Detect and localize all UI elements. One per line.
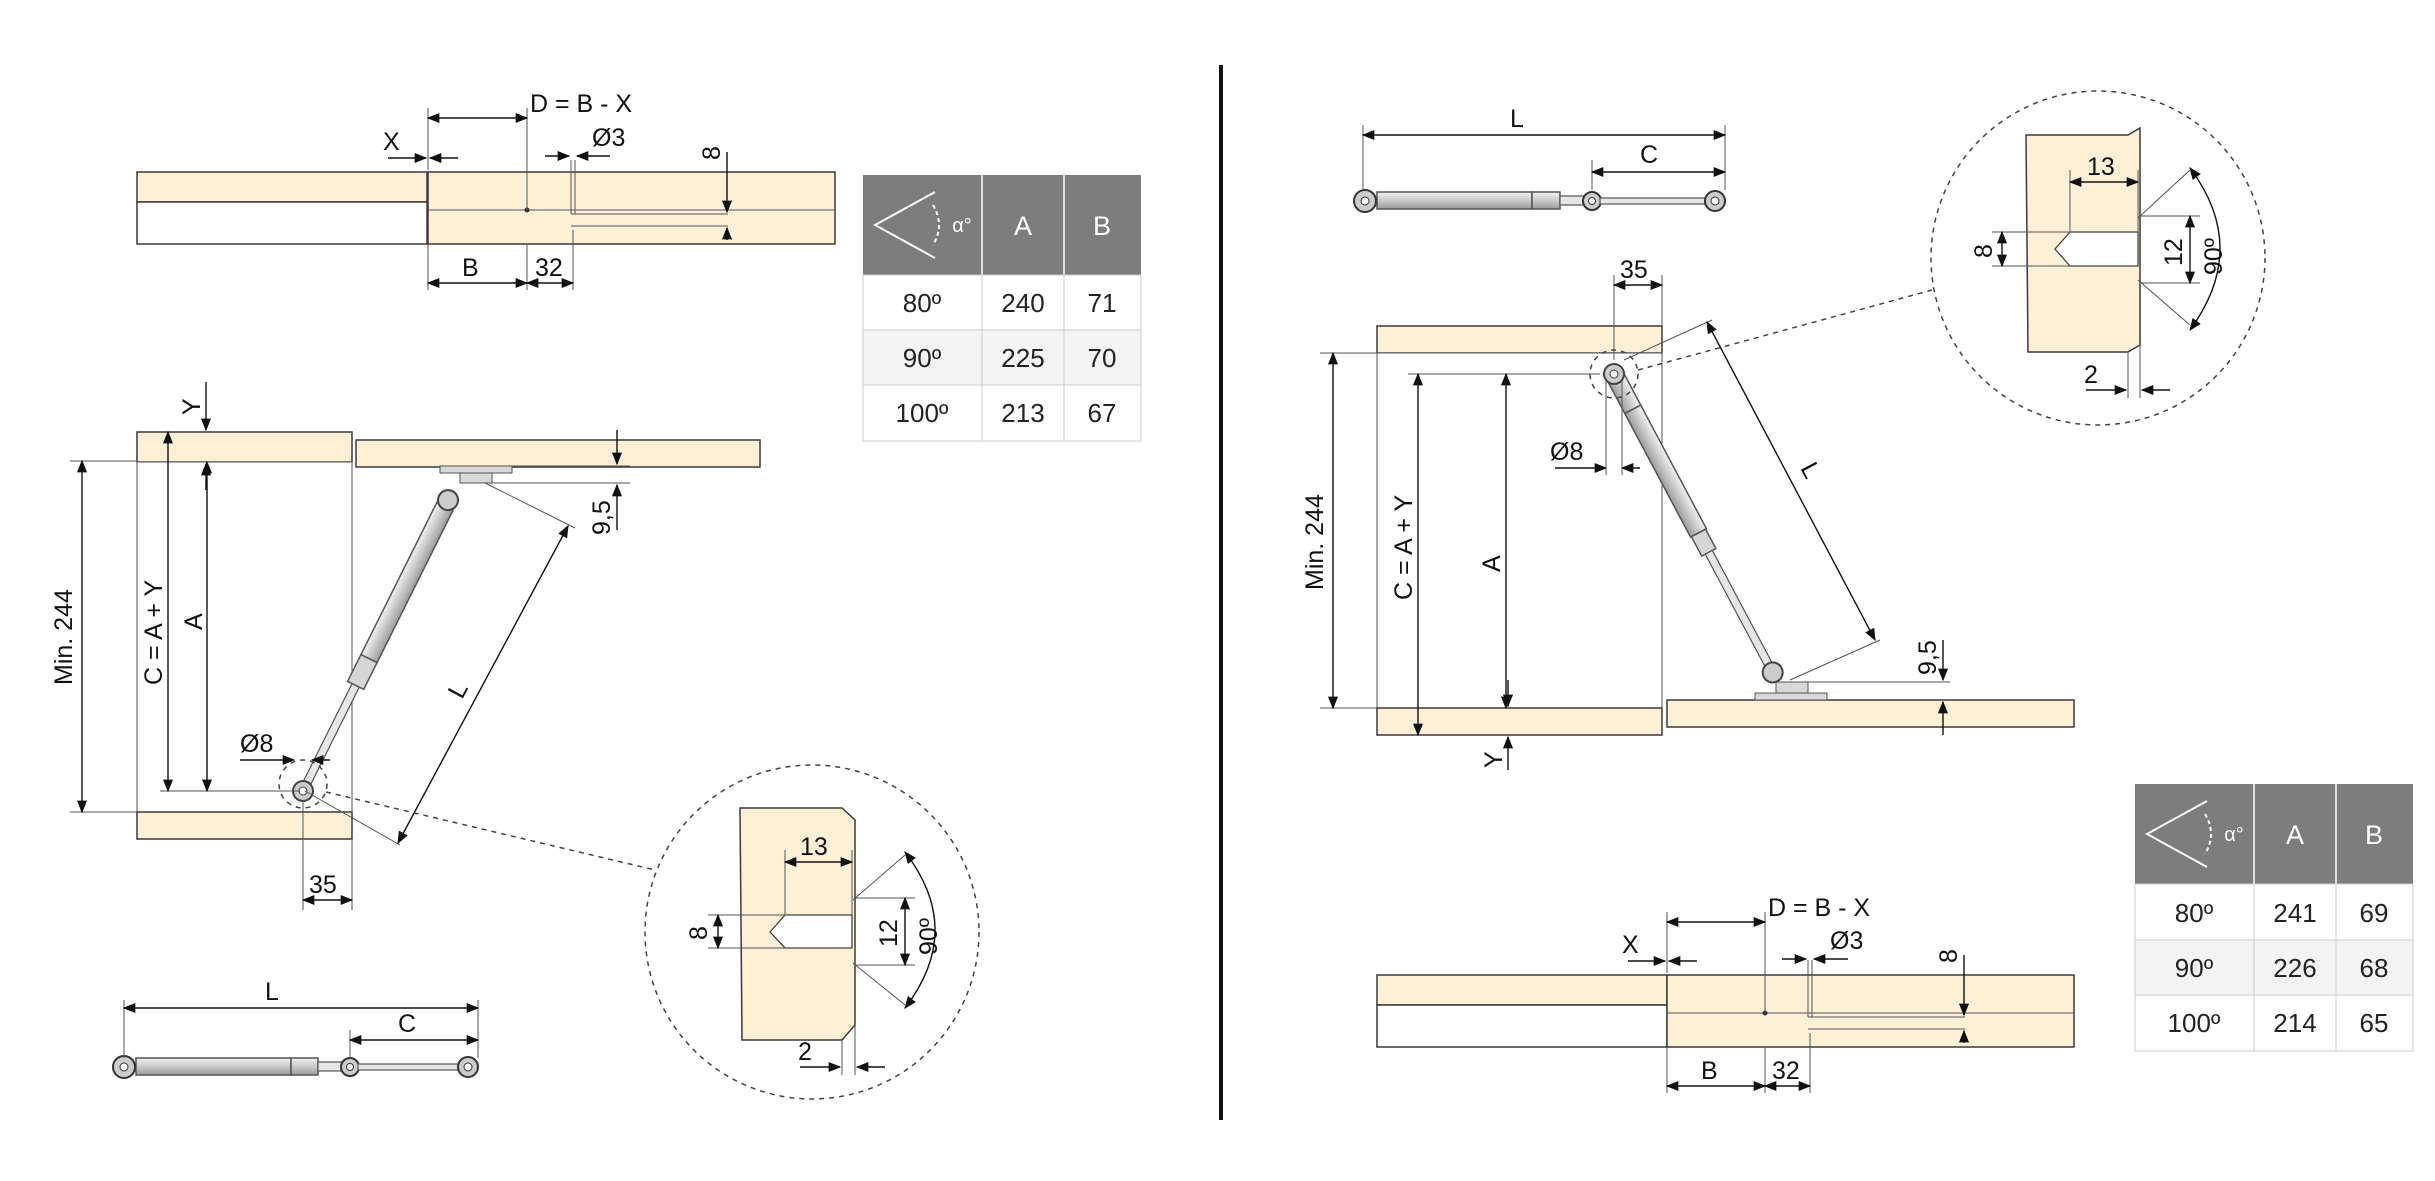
right-strut-c-label: C xyxy=(1640,141,1658,169)
left-detail-depth-label: 13 xyxy=(800,833,828,861)
left-side-edge-label: 35 xyxy=(309,871,337,899)
right-side-dia-label: Ø8 xyxy=(1550,438,1583,466)
right-detail-hole-label: 8 xyxy=(1970,244,1998,258)
right-table-row-angle: 80º xyxy=(2175,898,2214,928)
left-side-dia-label: Ø8 xyxy=(240,730,273,758)
left-table-row-a: 240 xyxy=(1001,288,1044,318)
right-table-header-b: B xyxy=(2365,820,2383,850)
right-side-min-label: Min. 244 xyxy=(1301,494,1329,590)
left-strut-c-label: C xyxy=(398,1010,416,1038)
left-table-row-b: 71 xyxy=(1088,288,1117,318)
left-top-dia-label: Ø3 xyxy=(592,124,625,152)
right-side-c-label: C = A + Y xyxy=(1390,494,1418,600)
left-side-offset-label: 9,5 xyxy=(588,500,616,535)
left-table-header-b: B xyxy=(1093,211,1111,241)
right-table-row-b: 68 xyxy=(2360,953,2389,983)
left-side-view: Y Min. 244 C = A + Y A 9,5 L Ø8 35 xyxy=(50,382,761,910)
left-top-b-label: B xyxy=(462,254,479,282)
right-side-edge-label: 35 xyxy=(1620,256,1648,284)
right-side-l-label: L xyxy=(1795,458,1826,484)
left-side-a-label: A xyxy=(180,613,208,630)
left-table-header-angle: α° xyxy=(952,215,972,237)
left-top-offset-label: 32 xyxy=(535,254,563,282)
right-top-x-label: X xyxy=(1622,931,1639,959)
left-side-y-label: Y xyxy=(178,398,206,415)
left-table-row-angle: 80º xyxy=(903,288,942,318)
left-detail-cs-label: 12 xyxy=(875,919,903,947)
left-top-d-label: D = B - X xyxy=(530,90,632,118)
left-detail-circle: 13 8 12 90º 2 xyxy=(644,764,980,1100)
right-detail-circle: 13 8 12 90º 2 xyxy=(1930,90,2266,426)
left-angle-table: α° A B 80º 240 71 90º 225 70 100º 213 67 xyxy=(862,175,1142,442)
left-table-row-a: 225 xyxy=(1001,343,1044,373)
left-table-header-a: A xyxy=(1014,211,1032,241)
left-table-row-a: 213 xyxy=(1001,398,1044,428)
right-detail-angle-label: 90º xyxy=(2200,238,2228,275)
left-detail-hole-label: 8 xyxy=(685,926,713,940)
left-detail-edge-label: 2 xyxy=(798,1038,812,1066)
left-strut-illustration: L C xyxy=(112,978,480,1079)
right-table-row-angle: 90º xyxy=(2175,953,2214,983)
right-table-row-b: 65 xyxy=(2360,1008,2389,1038)
right-angle-table: α° A B 80º 241 69 90º 226 68 100º 214 65 xyxy=(2134,784,2414,1052)
right-side-a-label: A xyxy=(1478,555,1506,572)
left-table-row-b: 67 xyxy=(1088,398,1117,428)
left-side-min-label: Min. 244 xyxy=(50,589,78,685)
right-side-offset-label: 9,5 xyxy=(1914,640,1942,675)
right-top-d-label: D = B - X xyxy=(1768,894,1870,922)
left-side-l-label: L xyxy=(443,677,474,703)
right-top-offset-label: 32 xyxy=(1772,1057,1800,1085)
right-top-b-label: B xyxy=(1701,1057,1718,1085)
right-top-dia-label: Ø3 xyxy=(1830,927,1863,955)
left-table-row-angle: 100º xyxy=(896,398,949,428)
left-side-c-label: C = A + Y xyxy=(140,579,168,685)
right-side-view: 35 Min. 244 C = A + Y A Ø8 L 9,5 Y xyxy=(1301,256,2075,770)
right-detail-edge-label: 2 xyxy=(2084,361,2098,389)
right-table-row-a: 241 xyxy=(2273,898,2316,928)
right-detail-depth-label: 13 xyxy=(2087,153,2115,181)
left-table-row-b: 70 xyxy=(1088,343,1117,373)
right-table-header-angle: α° xyxy=(2224,824,2244,846)
left-top-view: D = B - X X Ø3 8 B 32 xyxy=(136,90,836,290)
right-table-row-a: 214 xyxy=(2273,1008,2316,1038)
left-top-x-label: X xyxy=(383,128,400,156)
right-top-depth-label: 8 xyxy=(1935,949,1963,963)
right-strut-l-label: L xyxy=(1510,105,1524,133)
right-strut-illustration: L C xyxy=(1353,105,1727,213)
left-detail-angle-label: 90º xyxy=(915,918,943,955)
right-table-header-a: A xyxy=(2286,820,2304,850)
right-table-row-angle: 100º xyxy=(2168,1008,2221,1038)
left-top-depth-label: 8 xyxy=(698,146,726,160)
right-side-y-label: Y xyxy=(1480,751,1508,768)
right-top-view: D = B - X X Ø3 8 B 32 xyxy=(1376,894,2075,1093)
right-table-row-a: 226 xyxy=(2273,953,2316,983)
left-strut-l-label: L xyxy=(265,978,279,1006)
right-detail-cs-label: 12 xyxy=(2160,238,2188,266)
right-table-row-b: 69 xyxy=(2360,898,2389,928)
left-table-row-angle: 90º xyxy=(903,343,942,373)
